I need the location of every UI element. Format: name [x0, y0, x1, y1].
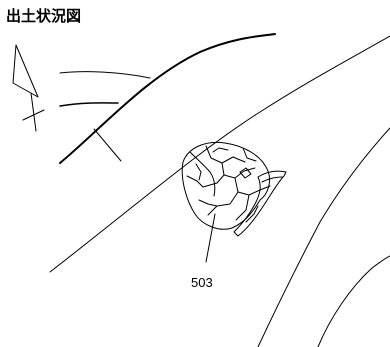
middle-boundary-line — [59, 102, 119, 107]
north-arrow-icon — [12, 44, 45, 132]
lower-right-inner-arc — [317, 255, 390, 347]
upper-boundary-line — [59, 71, 151, 79]
figure-title: 出土状況図 — [6, 7, 82, 25]
thick-feature-line — [59, 33, 276, 164]
short-tick-line — [93, 128, 122, 162]
lower-right-arc — [257, 127, 390, 347]
artifact-label: 503 — [191, 275, 213, 290]
artifact-503 — [181, 141, 287, 237]
long-diagonal-line — [49, 35, 390, 273]
artifact-leader-line — [205, 213, 216, 263]
